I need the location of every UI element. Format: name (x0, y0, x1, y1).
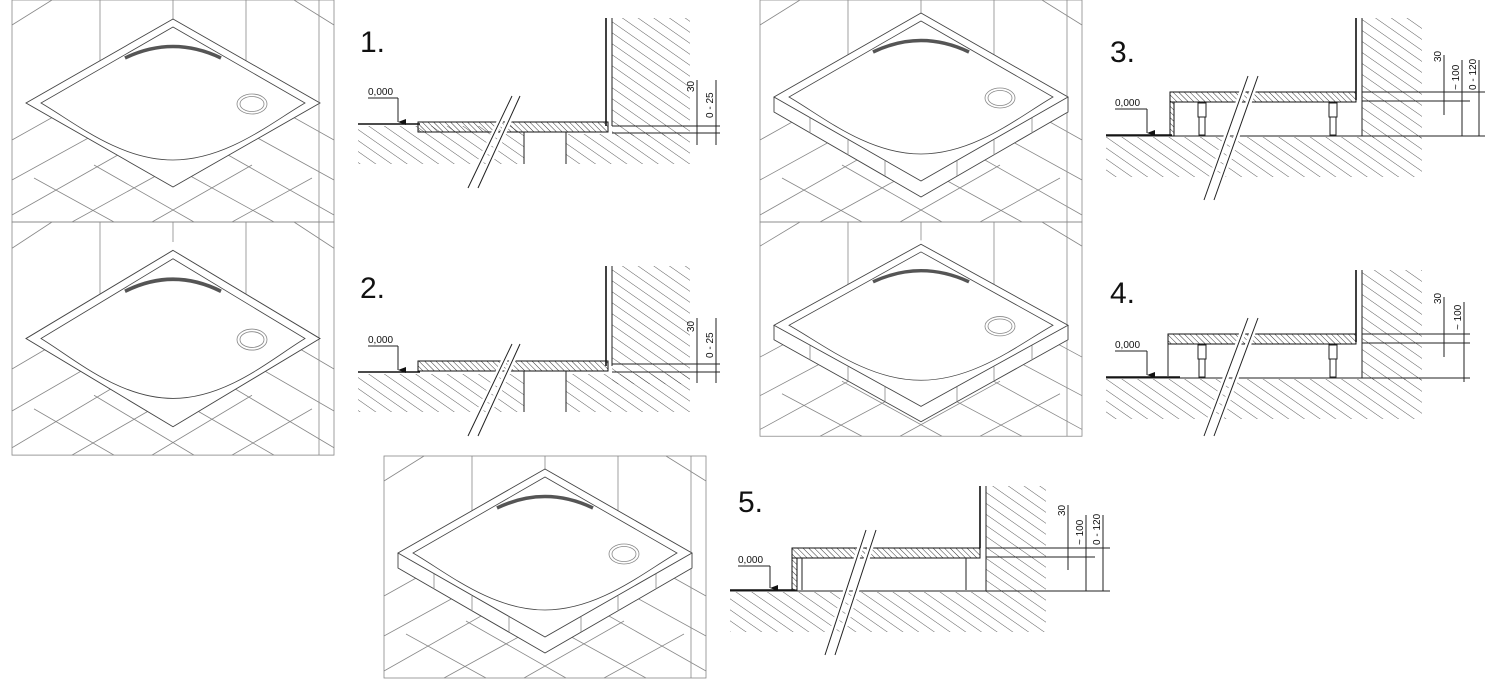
level-label: 0,000 (1115, 98, 1140, 109)
dimension-label: 30 (686, 320, 697, 332)
dimension-label: 0 - 25 (705, 332, 716, 358)
iso-view-3 (759, 0, 1083, 223)
variant-number: 4. (1110, 277, 1135, 310)
section-4: 4. 0,000 30 ~ 100 (1106, 270, 1470, 438)
iso-view-5 (383, 455, 707, 679)
section-5: 5. 0,000 30 ~ 100 0 - 120 (730, 486, 1110, 656)
level-label: 0,000 (368, 335, 393, 346)
iso-view-4 (759, 221, 1083, 437)
variant-number: 3. (1110, 36, 1135, 69)
iso-view-1 (11, 0, 335, 223)
variant-number: 1. (360, 26, 385, 59)
level-label: 0,000 (1115, 340, 1140, 351)
section-2: 2. 0,000 30 0 - 25 (358, 266, 720, 438)
dimension-label: 0 - 120 (1468, 58, 1479, 90)
dimension-label: 30 (1057, 504, 1068, 516)
dimension-label: 30 (1433, 50, 1444, 62)
dimension-label: ~ 100 (1451, 64, 1462, 90)
level-label: 0,000 (368, 87, 393, 98)
section-3: 3. 0,000 30 ~ 100 0 - 120 (1106, 18, 1485, 202)
iso-view-2 (11, 221, 335, 456)
level-label: 0,000 (738, 555, 763, 566)
dimension-label: 30 (1433, 292, 1444, 304)
dimension-label: ~ 100 (1453, 304, 1464, 330)
dimension-label: 30 (686, 80, 697, 92)
dimension-label: ~ 100 (1075, 519, 1086, 545)
section-1: 1. 0,000 30 0 - 25 (358, 18, 720, 190)
dimension-label: 0 - 25 (705, 92, 716, 118)
dimension-label: 0 - 120 (1092, 513, 1103, 545)
variant-number: 5. (738, 486, 763, 519)
variant-number: 2. (360, 272, 385, 305)
